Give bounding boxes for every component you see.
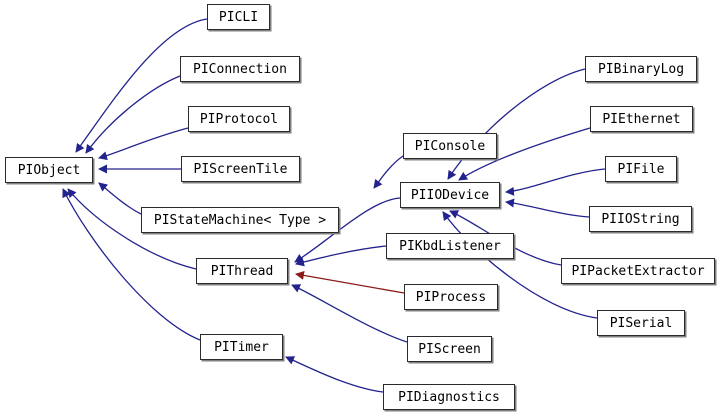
edge-piconnection-to-piobject <box>85 75 181 154</box>
class-node-label: PIObject <box>17 162 81 178</box>
class-node-piprocess[interactable]: PIProcess <box>404 284 498 310</box>
edge-group <box>62 18 606 393</box>
class-node-pistatemachine[interactable]: PIStateMachine< Type > <box>141 207 339 233</box>
edge-pifile-to-piiodevice <box>505 168 606 196</box>
edge-pithread-to-piobject <box>67 188 197 270</box>
class-node-piscreen[interactable]: PIScreen <box>407 336 492 362</box>
edge-picli-to-piobject <box>75 18 208 153</box>
edge-piconsole-to-piiodevice <box>373 155 404 189</box>
class-node-label: PIEthernet <box>602 111 681 127</box>
edge-pikbdlistener-to-pithread <box>295 245 387 267</box>
edge-pitimer-to-piobject <box>62 188 201 341</box>
class-node-piscreentile[interactable]: PIScreenTile <box>181 156 300 182</box>
class-node-piconnection[interactable]: PIConnection <box>180 56 300 82</box>
class-node-label: PIDiagnostics <box>398 389 500 405</box>
class-node-pipacketextractor[interactable]: PIPacketExtractor <box>561 258 715 284</box>
edge-pistatemachine-to-piobject <box>98 182 142 215</box>
class-node-label: PIKbdListener <box>399 238 501 254</box>
edge-piiostring-to-piiodevice <box>505 198 590 218</box>
class-node-label: PIStateMachine< Type > <box>153 212 327 228</box>
class-node-label: PIIODevice <box>410 187 490 203</box>
class-node-label: PIPacketExtractor <box>571 263 705 279</box>
class-node-label: PIThread <box>210 263 274 279</box>
class-node-pifile[interactable]: PIFile <box>605 156 677 182</box>
class-node-label: PIProtocol <box>199 111 279 127</box>
class-node-pikbdlistener[interactable]: PIKbdListener <box>386 233 514 259</box>
class-node-pibinarylog[interactable]: PIBinaryLog <box>585 56 697 82</box>
class-node-label: PITimer <box>214 339 269 355</box>
class-node-pitimer[interactable]: PITimer <box>200 334 283 360</box>
class-node-label: PISerial <box>609 315 673 331</box>
class-node-label: PIScreen <box>418 341 481 357</box>
class-node-piconsole[interactable]: PIConsole <box>403 133 497 159</box>
class-node-piiodevice[interactable]: PIIODevice <box>400 182 500 208</box>
class-node-pidiagnostics[interactable]: PIDiagnostics <box>383 384 515 410</box>
edge-piethernet-to-piiodevice <box>458 127 591 181</box>
edge-pidiagnostics-to-pitimer <box>285 356 384 393</box>
class-node-label: PICLI <box>218 9 259 25</box>
edge-pibinarylog-to-piiodevice <box>447 68 586 180</box>
class-node-piprotocol[interactable]: PIProtocol <box>188 106 290 132</box>
class-node-label: PIScreenTile <box>193 161 288 177</box>
class-node-label: PIIOString <box>601 211 680 227</box>
class-node-label: PIProcess <box>415 289 487 305</box>
class-node-piethernet[interactable]: PIEthernet <box>590 106 693 132</box>
class-node-pithread[interactable]: PIThread <box>196 258 288 284</box>
class-node-label: PIConsole <box>414 138 486 154</box>
class-node-piobject[interactable]: PIObject <box>5 157 93 183</box>
edge-piprotocol-to-piobject <box>98 127 189 161</box>
class-node-label: PIConnection <box>193 61 287 77</box>
class-node-label: PIFile <box>617 161 665 177</box>
class-node-piserial[interactable]: PISerial <box>597 310 685 336</box>
edge-piserial-to-piiodevice <box>442 211 598 319</box>
class-node-label: PIBinaryLog <box>597 61 685 77</box>
edge-piiodevice-to-pithread <box>294 197 401 263</box>
edge-piscreen-to-pithread <box>291 284 408 343</box>
class-node-piiostring[interactable]: PIIOString <box>589 206 692 232</box>
edge-piprocess-to-pithread <box>295 270 405 294</box>
class-node-picli[interactable]: PICLI <box>207 4 270 30</box>
